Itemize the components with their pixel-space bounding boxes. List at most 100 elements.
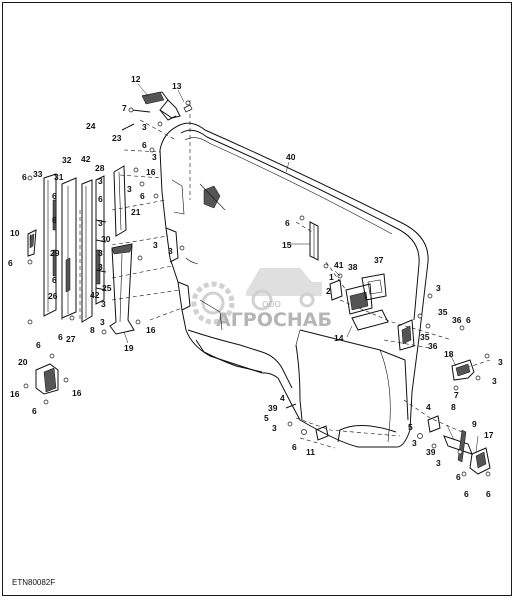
callout-31: 31: [54, 172, 64, 182]
callout-33: 33: [33, 169, 43, 179]
callout-16: 16: [146, 325, 156, 335]
callout-7: 7: [122, 103, 127, 113]
callout-6: 6: [52, 215, 57, 225]
callout-28: 28: [95, 163, 105, 173]
callout-39: 39: [426, 447, 436, 457]
callout-3: 3: [168, 246, 173, 256]
watermark-company-name: АГРОСНАБ: [216, 309, 332, 331]
callout-20: 20: [18, 357, 28, 367]
callout-3: 3: [412, 438, 417, 448]
left-side-trim-part-31: [43, 173, 57, 317]
clip-part-11: [285, 403, 329, 441]
callout-6: 6: [486, 489, 491, 499]
pin-part-23: [121, 123, 135, 131]
callout-11: 11: [306, 447, 315, 457]
callout-1: 1: [329, 272, 334, 282]
callout-leaders: [29, 83, 479, 453]
callout-18: 18: [444, 349, 454, 359]
callout-3: 3: [436, 458, 441, 468]
callout-8: 8: [451, 402, 456, 412]
callout-29: 29: [50, 248, 60, 258]
callout-6: 6: [466, 315, 471, 325]
callout-27: 27: [66, 334, 76, 344]
left-side-trim-part-42: [81, 175, 105, 323]
callout-6: 6: [142, 140, 147, 150]
callout-6: 6: [8, 258, 13, 268]
latch-assembly-part-38: [329, 273, 387, 315]
callout-6: 6: [292, 442, 297, 452]
callout-16: 16: [146, 167, 156, 177]
callout-41: 41: [334, 260, 344, 270]
callout-3: 3: [152, 152, 157, 162]
callout-3: 3: [272, 423, 277, 433]
mount-plate-part-14: [351, 309, 389, 331]
callout-35: 35: [438, 307, 448, 317]
callout-3: 3: [142, 122, 147, 132]
right-bracket-part-35: [397, 313, 431, 351]
left-side-trim-part-21: [113, 165, 127, 237]
callout-37: 37: [374, 255, 384, 265]
callout-6: 6: [464, 489, 469, 499]
callout-17: 17: [484, 430, 494, 440]
callout-4: 4: [280, 393, 285, 403]
bolt-part-7: [128, 107, 151, 113]
callout-6: 6: [22, 172, 27, 182]
callout-8: 8: [90, 325, 95, 335]
callout-12: 12: [131, 74, 141, 84]
callout-10: 10: [10, 228, 20, 238]
bracket-part-17: [461, 447, 491, 477]
callout-3: 3: [492, 376, 497, 386]
callout-36: 36: [452, 315, 462, 325]
left-side-trim-part-26: [61, 177, 77, 319]
rear-panel-part-40: [159, 122, 429, 448]
callout-7: 7: [454, 390, 459, 400]
callout-13: 13: [172, 81, 182, 91]
callout-6: 6: [285, 218, 290, 228]
callout-25: 25: [102, 283, 112, 293]
diagram-border: [2, 2, 512, 596]
callout-6: 6: [32, 406, 37, 416]
callout-3: 3: [98, 262, 103, 272]
watermark-company-prefix: ООО: [262, 300, 281, 309]
callout-9: 9: [472, 419, 477, 429]
callout-6: 6: [52, 191, 57, 201]
fastener-set: [27, 121, 465, 455]
callout-6: 6: [98, 194, 103, 204]
side-bracket-part-20: [23, 353, 69, 405]
callout-32: 32: [62, 155, 72, 165]
callout-2: 2: [326, 286, 331, 296]
callout-3: 3: [436, 283, 441, 293]
callout-6: 6: [58, 332, 63, 342]
callout-26: 26: [48, 291, 58, 301]
callout-4: 4: [426, 402, 431, 412]
callout-40: 40: [286, 152, 296, 162]
callout-14: 14: [334, 333, 344, 343]
callout-5: 5: [408, 422, 413, 432]
callout-6: 6: [52, 275, 57, 285]
callout-42: 42: [81, 154, 91, 164]
callout-16: 16: [10, 389, 20, 399]
callout-24: 24: [86, 121, 96, 131]
callout-3: 3: [98, 218, 103, 228]
callout-30: 30: [101, 234, 111, 244]
panel-strip-part-15: [309, 221, 319, 261]
callout-42: 42: [90, 290, 100, 300]
callout-6: 6: [140, 191, 145, 201]
callout-15: 15: [282, 240, 292, 250]
hinge-part-9: [443, 429, 473, 463]
callout-16: 16: [72, 388, 82, 398]
callout-35: 35: [420, 332, 430, 342]
callout-3: 3: [100, 317, 105, 327]
callout-39: 39: [268, 403, 278, 413]
callout-38: 38: [348, 262, 358, 272]
watermark: ООО АГРОСНАБ: [191, 268, 332, 331]
callout-3: 3: [153, 240, 158, 250]
callout-6: 6: [36, 340, 41, 350]
callout-19: 19: [124, 343, 134, 353]
callout-3: 3: [127, 184, 132, 194]
callout-6: 6: [456, 472, 461, 482]
callout-labels: 12 13 7 3 24 23 6 3 40 32 42 28 16 6 33 …: [8, 74, 503, 499]
callout-3: 3: [98, 248, 103, 258]
